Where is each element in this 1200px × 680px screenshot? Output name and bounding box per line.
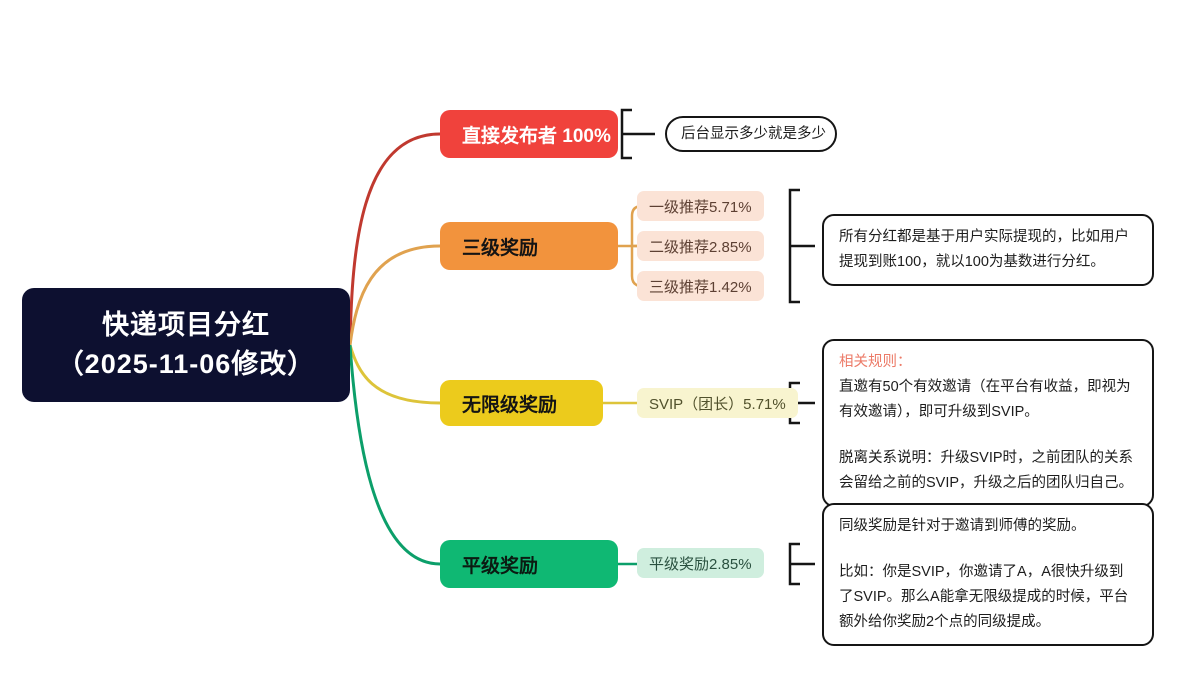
note-related-rules-para2: 脱离关系说明：升级SVIP时，之前团队的关系会留给之前的SVIP，升级之后的团队…: [839, 450, 1134, 491]
leaf-node-svip[interactable]: SVIP（团长）5.71%: [637, 388, 798, 418]
leaf-node-level2-referral[interactable]: 二级推荐2.85%: [637, 231, 764, 261]
leaf-label-level2-referral: 二级推荐2.85%: [649, 238, 752, 256]
leaf-label-level1-referral: 一级推荐5.71%: [649, 198, 752, 216]
branch-node-peer[interactable]: 平级奖励: [440, 540, 618, 588]
leaf-label-svip: SVIP（团长）5.71%: [649, 395, 786, 413]
branch-label-three-level: 三级奖励: [462, 237, 539, 259]
branch-node-direct[interactable]: 直接发布者 100%: [440, 110, 618, 158]
leaf-label-level3-referral: 三级推荐1.42%: [649, 278, 752, 296]
note-direct-publisher-text: 后台显示多少就是多少: [681, 125, 826, 142]
link-root-unlimited: [348, 344, 441, 405]
link-three-bracket: [618, 204, 643, 288]
link-root-peer: [348, 344, 441, 566]
leaf-label-peer-reward: 平级奖励2.85%: [649, 555, 752, 573]
leaf-node-level3-referral[interactable]: 三级推荐1.42%: [637, 271, 764, 301]
branch-label-peer: 平级奖励: [462, 555, 539, 577]
branch-label-direct: 直接发布者 100%: [462, 125, 611, 147]
link-root-direct: [348, 132, 441, 346]
note-dividend-basis[interactable]: 所有分红都是基于用户实际提现的，比如用户提现到账100，就以100为基数进行分红…: [822, 214, 1154, 286]
note-direct-publisher[interactable]: 后台显示多少就是多少: [665, 116, 837, 152]
bracket-basis: [788, 188, 815, 304]
note-peer-reward[interactable]: 同级奖励是针对于邀请到师傅的奖励。 比如：你是SVIP，你邀请了A，A很快升级到…: [822, 503, 1154, 646]
note-peer-reward-para2: 比如：你是SVIP，你邀请了A，A很快升级到了SVIP。那么A能拿无限级提成的时…: [839, 564, 1129, 630]
branch-label-unlimited: 无限级奖励: [462, 394, 558, 416]
leaf-node-peer-reward[interactable]: 平级奖励2.85%: [637, 548, 764, 578]
note-related-rules[interactable]: 相关规则： 直邀有50个有效邀请（在平台有收益，即视为有效邀请），即可升级到SV…: [822, 339, 1154, 507]
note-related-rules-heading: 相关规则：: [839, 354, 912, 370]
root-title-line2: （2025-11-06修改）: [56, 349, 316, 379]
link-root-three: [348, 244, 441, 346]
root-title-line1: 快递项目分红: [102, 310, 270, 340]
root-node[interactable]: 快递项目分红 （2025-11-06修改）: [22, 288, 350, 402]
branch-node-three-level[interactable]: 三级奖励: [440, 222, 618, 270]
bracket-peer: [788, 542, 815, 586]
leaf-node-level1-referral[interactable]: 一级推荐5.71%: [637, 191, 764, 221]
bracket-direct: [620, 108, 655, 160]
branch-node-unlimited[interactable]: 无限级奖励: [440, 380, 603, 426]
note-dividend-basis-text: 所有分红都是基于用户实际提现的，比如用户提现到账100，就以100为基数进行分红…: [839, 229, 1129, 270]
note-peer-reward-para1: 同级奖励是针对于邀请到师傅的奖励。: [839, 518, 1086, 534]
note-related-rules-para1: 直邀有50个有效邀请（在平台有收益，即视为有效邀请），即可升级到SVIP。: [839, 379, 1131, 420]
